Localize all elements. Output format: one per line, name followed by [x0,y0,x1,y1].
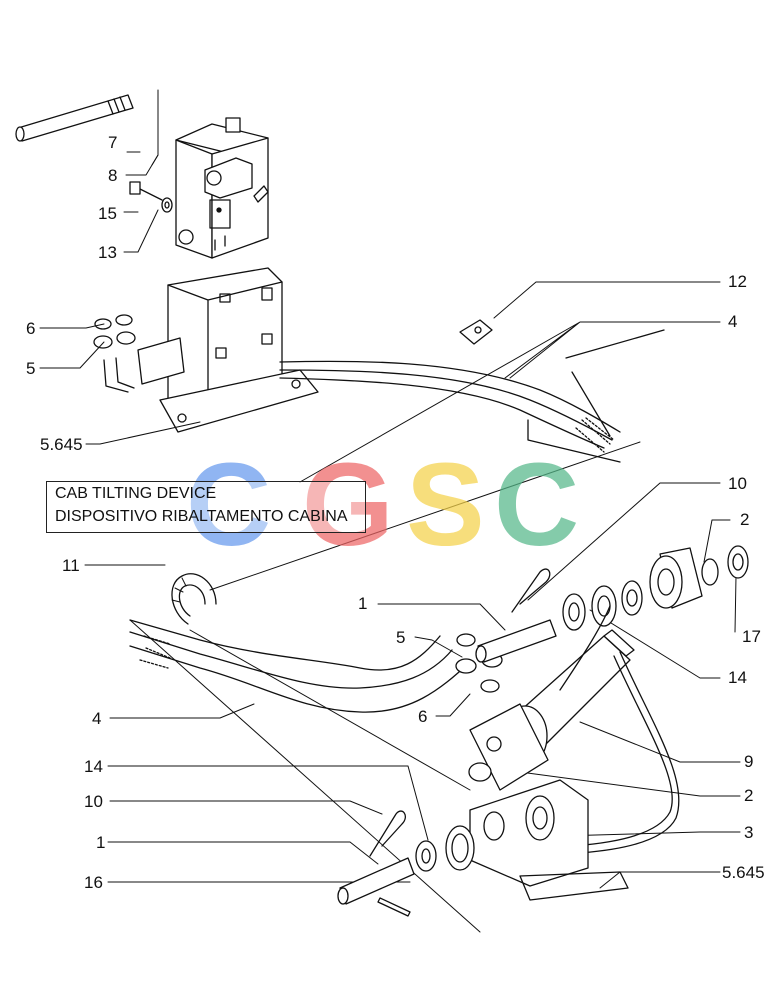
r-clip-upper [511,568,551,613]
callout-13: 13 [98,243,117,262]
callout-14: 14 [728,668,747,687]
callout-5-645-lower: 5.645 [722,863,765,882]
callout-2-lower: 2 [744,786,753,805]
callout-17: 17 [742,627,761,646]
watermark-letter-1: C [186,439,272,571]
callout-5-lower: 5 [396,628,405,647]
watermark-letter-3: S [406,439,485,571]
callout-5: 5 [26,359,35,378]
hoses-upper [279,329,665,463]
watermark-letter-4: C [494,439,580,571]
callout-7: 7 [108,133,117,152]
callout-15: 15 [98,204,117,223]
callout-10: 10 [728,474,747,493]
callout-6-lower: 6 [418,707,427,726]
callout-16: 16 [84,873,103,892]
callout-12: 12 [728,272,747,291]
callout-1: 1 [358,594,367,613]
washers-and-bearing [562,545,749,631]
r-clip-lower [369,810,406,857]
callout-2: 2 [740,510,749,529]
callout-10-lower: 10 [84,792,103,811]
callout-14-lower: 14 [84,757,103,776]
callout-4: 4 [728,312,737,331]
hose-clamp [171,573,217,625]
callout-9: 9 [744,752,753,771]
callout-1-lower: 1 [96,833,105,852]
pin-upper [475,619,557,663]
title-box: CAB TILTING DEVICE DISPOSITIVO RIBALTAME… [46,481,366,533]
tilt-cylinder [468,629,635,791]
mounting-bracket-lower [469,779,629,901]
valve-block [175,117,269,259]
callout-8: 8 [108,166,117,185]
fittings-upper [93,314,136,349]
callout-11: 11 [62,556,80,575]
washers-lower [415,825,475,872]
callout-5-645: 5.645 [40,435,83,454]
pin-lower [337,857,415,905]
bolt-and-washer [129,181,173,213]
hose-clip [459,319,493,345]
callout-4-lower: 4 [92,709,101,728]
hoses-lower [129,619,471,713]
callout-labels: 7 8 15 13 6 5 5.645 12 4 10 2 11 1 17 5 … [26,133,765,892]
callout-3: 3 [744,823,753,842]
title-italian: DISPOSITIVO RIBALTAMENTO CABINA [55,508,348,525]
mounting-bracket-upper [103,267,319,433]
title-english: CAB TILTING DEVICE [55,485,217,502]
watermark-letter-2: G [302,439,394,571]
callout-6: 6 [26,319,35,338]
cotter-pin [377,897,411,917]
threaded-rod [15,94,134,142]
